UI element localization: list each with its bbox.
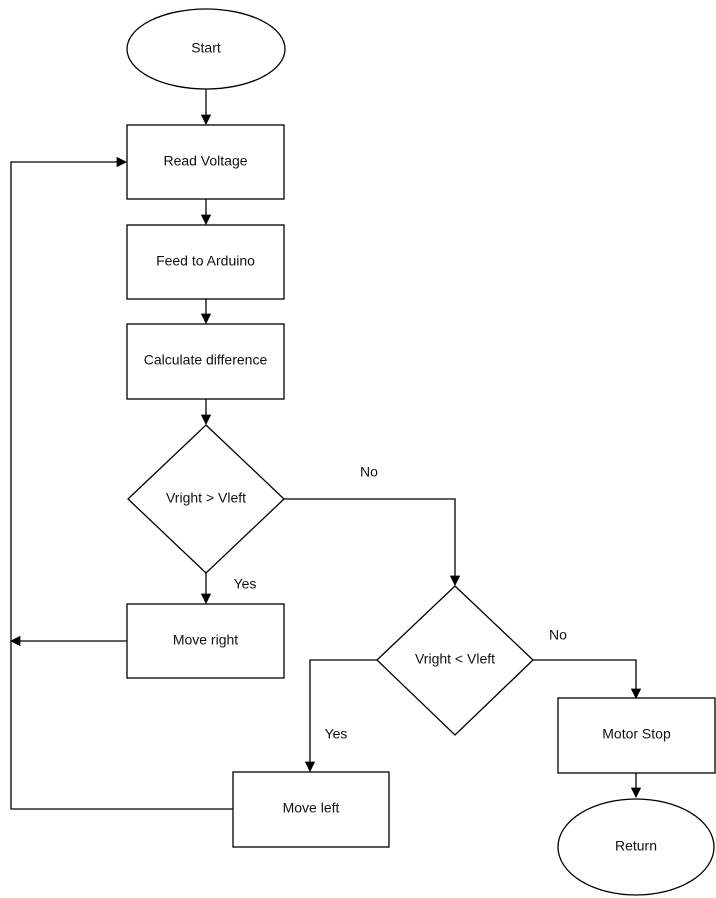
calculate-difference-label: Calculate difference: [144, 352, 268, 368]
edge-decision-2-yes-to-move-left: [304, 659, 377, 773]
decision-vright-greater-than-vleft: [127, 424, 285, 574]
calculate-difference-process: [126, 323, 285, 400]
edge-decision-1-no-to-decision-2: [284, 498, 461, 587]
read-voltage-label: Read Voltage: [163, 153, 247, 169]
decision-1-yes-label: Yes: [234, 576, 257, 592]
edge-decision-2-no-to-motor-stop: [533, 659, 642, 700]
decision-vright-greater-than-vleft-label: Vright > Vleft: [166, 490, 246, 506]
read-voltage-process: [126, 124, 285, 200]
motor-stop-label: Motor Stop: [602, 726, 671, 742]
start-terminal: [126, 8, 286, 90]
move-right-label: Move right: [173, 632, 238, 648]
move-left-process: [232, 771, 390, 848]
decision-2-no-label: No: [549, 627, 567, 643]
return-label: Return: [615, 838, 657, 854]
motor-stop-process: [557, 697, 716, 774]
return-terminal: [557, 798, 715, 896]
feed-to-arduino-process: [126, 224, 285, 300]
decision-1-no-label: No: [360, 464, 378, 480]
move-right-process: [126, 603, 285, 679]
edge-move-left-loop-to-read-voltage: [10, 156, 233, 810]
decision-vright-less-than-vleft: [376, 585, 534, 736]
move-left-label: Move left: [283, 800, 340, 816]
feed-to-arduino-label: Feed to Arduino: [156, 253, 255, 269]
nodes: Start Read Voltage Feed to Arduino Calcu…: [126, 8, 716, 896]
edge-labels: No Yes No Yes: [234, 464, 568, 742]
edges: [9, 89, 642, 810]
start-label: Start: [191, 40, 221, 56]
decision-vright-less-than-vleft-label: Vright < Vleft: [415, 651, 495, 667]
decision-2-yes-label: Yes: [325, 726, 348, 742]
